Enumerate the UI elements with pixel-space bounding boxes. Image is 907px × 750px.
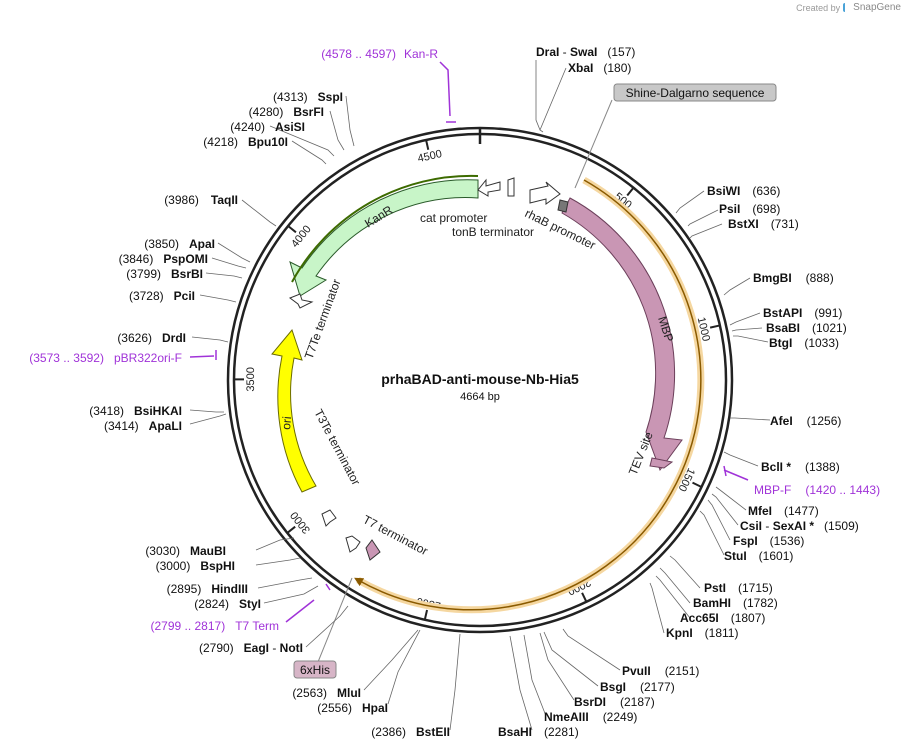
ori-label: ori: [279, 416, 294, 431]
small-feature-glyphs: [288, 177, 569, 561]
tick-mark: [581, 592, 588, 603]
site-bsgI: BsgI(2177): [600, 680, 675, 694]
site-mfeI: MfeI(1477): [748, 504, 819, 518]
site-bstXI: BstXI(731): [728, 217, 799, 231]
tick-label: 4000: [289, 223, 314, 250]
site-pvuII: PvuII(2151): [622, 664, 699, 678]
site-xbaI: XbaI(180): [568, 61, 631, 75]
credit-brand: SnapGene: [853, 2, 901, 13]
tick-label: 4500: [417, 148, 444, 165]
site-pciI: (3728)PciI: [129, 289, 195, 303]
site-fspI: FspI(1536): [733, 534, 804, 548]
site-pspOMI: (3846)PspOMI: [119, 252, 208, 266]
site-hpaI: (2556)HpaI: [317, 701, 388, 715]
cat-promoter-label: cat promoter: [420, 211, 487, 225]
site-bsrBI: (3799)BsrBI: [126, 267, 203, 281]
site-bpu10I: (4218)Bpu10I: [203, 135, 288, 149]
site-kpnI: KpnI(1811): [666, 626, 738, 640]
primer-mbp-f: MBP-F(1420 .. 1443): [754, 483, 880, 497]
site-bsrDI: BsrDI(2187): [574, 695, 655, 709]
site-bsiHKAI: (3418)BsiHKAI: [89, 404, 182, 418]
site-stuI: StuI(1601): [724, 549, 793, 563]
site-pstI: PstI(1715): [704, 581, 773, 595]
site-asiSI: (4240)AsiSI: [230, 120, 305, 134]
site-bamHI: BamHI(1782): [693, 596, 778, 610]
site-bsrFI: (4280)BsrFI: [249, 105, 324, 119]
tick-mark: [692, 481, 702, 488]
site-draI-swaI: DraI - SwaI(157): [536, 45, 635, 59]
tick-mark: [626, 187, 635, 197]
site-apaI: (3850)ApaI: [144, 237, 215, 251]
primer-t7-term: (2799 .. 2817)T7 Term: [150, 619, 279, 633]
site-sspI: (4313)SspI: [273, 90, 343, 104]
tick-mark: [286, 525, 296, 534]
tick-label: 3000: [288, 509, 313, 536]
credit-prefix: Created by: [796, 2, 841, 13]
shine-dalgarno-label: Shine-Dalgarno sequence: [626, 86, 765, 100]
tev-site-label: TEV site: [626, 430, 656, 478]
snapgene-logo-icon: [843, 3, 850, 12]
ori-feature: ori: [271, 328, 317, 493]
site-drdI: (3626)DrdI: [117, 331, 186, 345]
tick-mark: [287, 225, 297, 234]
restriction-site-labels: DraI - SwaI(157) XbaI(180) BsiWI(636) Ps…: [89, 45, 858, 739]
site-apaLI: (3414)ApaLI: [104, 419, 182, 433]
site-bmgBI: BmgBI(888): [753, 271, 834, 285]
site-bsiWI: BsiWI(636): [707, 184, 780, 198]
site-bstAPI: BstAPI(991): [763, 306, 842, 320]
orf-arc: [354, 176, 705, 614]
tick-mark: [423, 609, 429, 620]
mbp-feature: MBP: [561, 197, 683, 472]
site-btgI: BtgI(1033): [769, 336, 839, 350]
shine-dalgarno-box: Shine-Dalgarno sequence: [574, 83, 777, 189]
site-bspHI: (3000)BspHI: [156, 559, 235, 573]
plasmid-length: 4664 bp: [460, 391, 500, 403]
his-tag-label: 6xHis: [300, 663, 330, 677]
site-hindIII: (2895)HindIII: [167, 582, 248, 596]
site-mauBI: (3030)MauBI: [145, 544, 226, 558]
site-eagI-notI: (2790)EagI - NotI: [199, 641, 303, 655]
primer-kan-r: (4578 .. 4597)Kan-R: [321, 47, 438, 61]
site-bstEII: (2386)BstEII: [371, 725, 450, 739]
tick-label: 3500: [245, 367, 257, 392]
site-styI: (2824)StyI: [194, 597, 261, 611]
primer-markers: [189, 61, 749, 623]
site-psiI: PsiI(698): [719, 202, 780, 216]
primer-labels: (4578 .. 4597)Kan-R MBP-F(1420 .. 1443) …: [29, 47, 880, 633]
his-tag-box: 6xHis: [293, 577, 353, 679]
snapgene-credit: Created by SnapGene: [796, 2, 901, 13]
tick-mark: [709, 324, 721, 329]
site-csiI-sexAI: CsiI - SexAI *(1509): [740, 519, 859, 533]
primer-pbr322ori-f: (3573 .. 3592)pBR322ori-F: [29, 351, 182, 365]
site-afeI: AfeI(1256): [770, 414, 841, 428]
tick-mark: [425, 139, 430, 150]
site-leader-lines: [189, 60, 771, 731]
tonb-terminator-label: tonB terminator: [452, 225, 534, 239]
site-nmeAIII: NmeAIII(2249): [544, 710, 637, 724]
plasmid-name: prhaBAD-anti-mouse-Nb-Hia5: [381, 371, 579, 387]
site-bsaHI: BsaHI(2281): [498, 725, 579, 739]
t3te-terminator-label: T3Te terminator: [311, 407, 363, 488]
site-bclI: BclI *(1388): [761, 460, 840, 474]
site-mluI: (2563)MluI: [292, 686, 361, 700]
site-acc65I: Acc65I(1807): [680, 611, 765, 625]
site-bsaBI: BsaBI(1021): [766, 321, 847, 335]
site-taqII: (3986)TaqII: [164, 193, 238, 207]
